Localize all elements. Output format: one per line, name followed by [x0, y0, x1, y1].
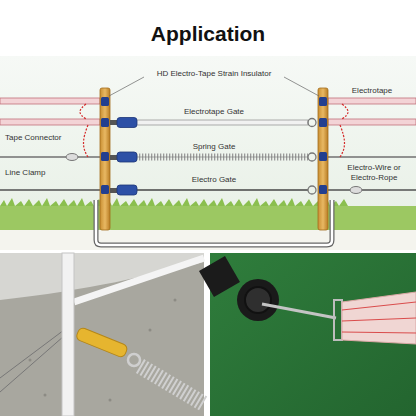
- guy-wire: [0, 330, 64, 378]
- tape-connector-loop: [342, 104, 348, 119]
- gravel: [149, 329, 152, 332]
- callout-label: Electro-Wire or Electro-Rope: [338, 163, 410, 183]
- tape-stripe: [342, 302, 416, 310]
- leader-line: [284, 77, 319, 96]
- tape-connector-loop: [80, 104, 86, 119]
- gate-handle: [117, 118, 137, 128]
- gravel: [29, 359, 32, 362]
- line-clamp: [66, 154, 78, 161]
- photo-tape-gate: [199, 253, 416, 416]
- electrotape-line: [328, 119, 416, 125]
- post-brace: [74, 258, 204, 302]
- fence-post: [100, 88, 110, 230]
- insulator: [101, 97, 109, 106]
- callout-label: Line Clamp: [5, 168, 45, 178]
- spring-coil: [140, 366, 204, 404]
- gate-wire: [136, 189, 308, 190]
- gate-handle: [117, 185, 137, 195]
- electro-wire: [328, 189, 416, 191]
- electrotape-line: [328, 98, 416, 104]
- gate-eye: [308, 153, 316, 161]
- title: Application: [151, 22, 265, 46]
- insulators: [101, 97, 327, 194]
- diagram-background: [0, 56, 416, 250]
- insulator: [101, 185, 109, 194]
- insulator-ring: [237, 279, 279, 321]
- gate-eye: [308, 186, 316, 194]
- insulator: [319, 97, 327, 106]
- leader-line: [109, 77, 144, 96]
- insulator: [101, 152, 109, 161]
- hook-ring: [128, 354, 140, 366]
- grass: [0, 206, 416, 230]
- tape-stripe: [342, 332, 416, 333]
- electro-wire: [0, 189, 100, 191]
- metal-rod: [262, 304, 336, 318]
- gate-spring: [136, 154, 308, 161]
- gate-spring-core: [136, 157, 308, 158]
- gravel: [109, 399, 112, 402]
- electrotape-line: [0, 119, 100, 125]
- gate-label: Spring Gate: [193, 142, 236, 152]
- electro-wire: [328, 156, 416, 158]
- gate-tape: [136, 120, 308, 125]
- gravel: [174, 299, 177, 302]
- gate-eyes: [308, 119, 316, 195]
- underground-cable: [96, 200, 332, 245]
- grass-blades: [0, 198, 348, 206]
- insulator-inner: [245, 287, 271, 313]
- photo-ground: [0, 253, 204, 416]
- photo-turf: [210, 253, 416, 416]
- fence-post: [318, 88, 328, 230]
- callout-label: Electrotape: [352, 86, 392, 96]
- gate-handles: [110, 118, 137, 196]
- callout-label: HD Electro-Tape Strain Insulator: [157, 69, 272, 79]
- insulator: [319, 152, 327, 161]
- photo-spring-gate: [0, 253, 204, 416]
- electrotape: [342, 292, 416, 344]
- insulator-body: [199, 256, 240, 297]
- electro-wire: [0, 156, 100, 158]
- insulator: [319, 185, 327, 194]
- gate-label: Electro Gate: [192, 175, 236, 185]
- tape-connector-loop: [84, 125, 89, 157]
- metal-post: [62, 253, 74, 416]
- line-clamp: [350, 187, 362, 194]
- tape-connector-loop: [340, 125, 345, 157]
- tape-buckle: [334, 300, 342, 340]
- yellow-handle: [75, 327, 128, 359]
- insulator: [101, 118, 109, 127]
- electrotape-line: [0, 98, 100, 104]
- guy-wire: [0, 336, 64, 392]
- gate-handle: [117, 152, 137, 162]
- underground-cable-core: [96, 200, 332, 245]
- insulator: [319, 118, 327, 127]
- gate-eye: [308, 119, 316, 127]
- gravel: [44, 394, 47, 397]
- tape-stripe: [342, 318, 416, 321]
- gate-label: Electrotape Gate: [184, 107, 244, 117]
- callout-label: Tape Connector: [5, 133, 61, 143]
